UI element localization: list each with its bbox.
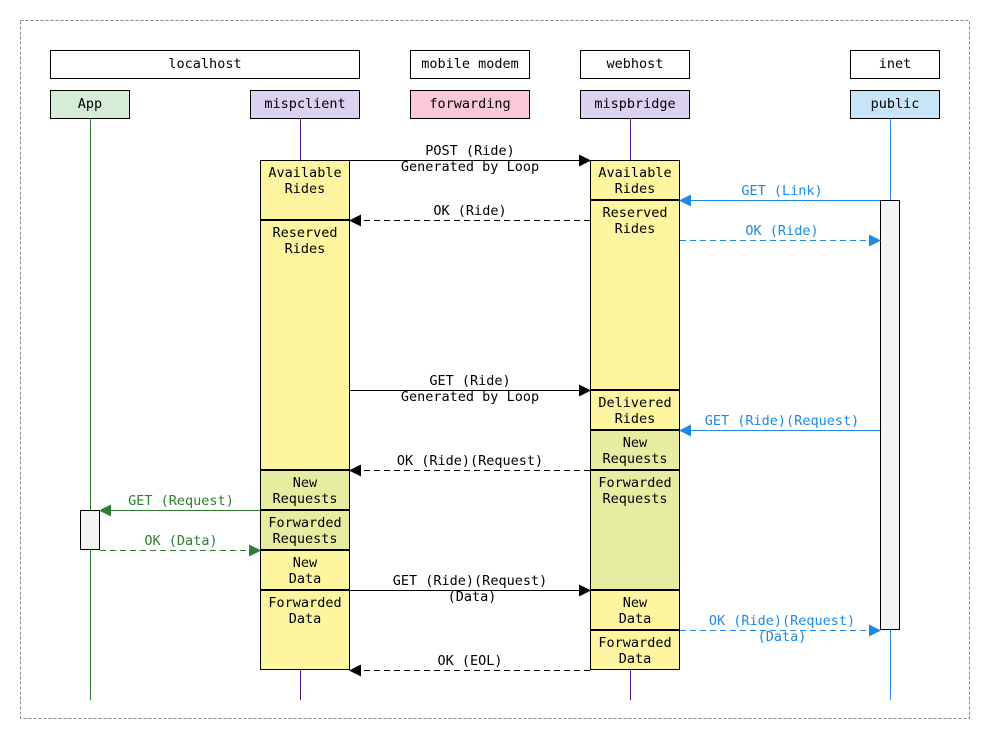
message-get-ride-request-data: GET (Ride)(Request) (Data) xyxy=(350,573,591,605)
activation-app xyxy=(80,510,100,550)
bridge-state-forwarded-data: Forwarded Data xyxy=(590,630,680,670)
client-state-label: New xyxy=(293,475,318,491)
participant-mispclient-label: mispclient xyxy=(264,96,345,112)
client-state-label: Requests xyxy=(272,531,337,547)
message-ok-ride-request: OK (Ride)(Request) xyxy=(349,453,590,477)
diagram-frame xyxy=(20,20,970,719)
message-get-request: GET (Request) xyxy=(99,493,260,517)
bridge-state-label: New xyxy=(623,435,648,451)
client-state-label: Data xyxy=(289,571,322,587)
bridge-state-label: Data xyxy=(619,651,652,667)
message-post-ride: POST (Ride) Generated by Loop xyxy=(350,143,591,175)
group-localhost-label: localhost xyxy=(168,56,241,72)
client-state-label: New xyxy=(293,555,318,571)
message-label: OK (EOL) xyxy=(437,653,502,669)
message-label: OK (Ride)(Request) xyxy=(709,613,855,629)
message-label: GET (Ride)(Request) xyxy=(393,573,547,589)
participant-forwarding-label: forwarding xyxy=(429,96,510,112)
activation-public xyxy=(880,200,900,630)
message-ok-ride: OK (Ride) xyxy=(349,203,590,227)
group-webhost-label: webhost xyxy=(607,56,664,72)
client-state-label: Forwarded xyxy=(268,595,341,611)
bridge-state-forwarded-requests: Forwarded Requests xyxy=(590,470,680,590)
group-inet-label: inet xyxy=(879,56,912,72)
message-label: OK (Ride)(Request) xyxy=(397,453,543,469)
client-state-new-data: New Data xyxy=(260,550,350,590)
bridge-state-label: Requests xyxy=(602,451,667,467)
message-label: (Data) xyxy=(448,589,497,605)
message-label: POST (Ride) xyxy=(425,143,514,159)
bridge-state-label: Available xyxy=(598,165,671,181)
bridge-state-label: New xyxy=(623,595,648,611)
bridge-state-label: Forwarded xyxy=(598,475,671,491)
message-label: GET (Ride)(Request) xyxy=(705,413,859,429)
client-state-label: Requests xyxy=(272,491,337,507)
participant-public-label: public xyxy=(871,96,920,112)
client-state-label: Rides xyxy=(285,241,326,257)
bridge-state-label: Reserved xyxy=(602,205,667,221)
group-localhost: localhost xyxy=(50,50,360,79)
client-state-available-rides: Available Rides xyxy=(260,160,350,220)
message-label: GET (Link) xyxy=(741,183,822,199)
bridge-state-available-rides: Available Rides xyxy=(590,160,680,200)
message-label: OK (Ride) xyxy=(433,203,506,219)
bridge-state-label: Rides xyxy=(615,181,656,197)
bridge-state-label: Delivered xyxy=(598,395,671,411)
message-label: Generated by Loop xyxy=(401,159,539,175)
client-state-new-requests: New Requests xyxy=(260,470,350,510)
client-state-reserved-rides: Reserved Rides xyxy=(260,220,350,470)
bridge-state-label: Requests xyxy=(602,491,667,507)
group-mobile-modem: mobile modem xyxy=(410,50,530,79)
message-get-ride: GET (Ride) Generated by Loop xyxy=(350,373,591,405)
message-get-ride-request-public: GET (Ride)(Request) xyxy=(679,413,880,437)
message-ok-eol: OK (EOL) xyxy=(349,653,590,677)
message-label: (Data) xyxy=(758,629,807,645)
bridge-state-new-data: New Data xyxy=(590,590,680,630)
client-state-label: Available xyxy=(268,165,341,181)
participant-mispclient: mispclient xyxy=(250,90,360,119)
group-inet: inet xyxy=(850,50,940,79)
participant-app: App xyxy=(50,90,130,119)
participant-forwarding: forwarding xyxy=(410,90,530,119)
message-label: OK (Data) xyxy=(144,533,217,549)
bridge-state-reserved-rides: Reserved Rides xyxy=(590,200,680,390)
message-label: GET (Request) xyxy=(128,493,234,509)
group-webhost: webhost xyxy=(580,50,690,79)
message-get-link: GET (Link) xyxy=(679,183,880,207)
message-ok-data: OK (Data) xyxy=(100,533,261,557)
message-ok-ride-request-data: OK (Ride)(Request) (Data) xyxy=(680,613,881,645)
message-ok-ride-public: OK (Ride) xyxy=(680,223,881,247)
bridge-state-label: Forwarded xyxy=(598,635,671,651)
bridge-state-label: Rides xyxy=(615,411,656,427)
client-state-label: Forwarded xyxy=(268,515,341,531)
message-label: GET (Ride) xyxy=(429,373,510,389)
participant-app-label: App xyxy=(78,96,102,112)
client-state-forwarded-data: Forwarded Data xyxy=(260,590,350,670)
group-mobile-modem-label: mobile modem xyxy=(421,56,519,72)
participant-public: public xyxy=(850,90,940,119)
client-state-label: Rides xyxy=(285,181,326,197)
bridge-state-delivered-rides: Delivered Rides xyxy=(590,390,680,430)
client-state-forwarded-requests: Forwarded Requests xyxy=(260,510,350,550)
bridge-state-new-requests: New Requests xyxy=(590,430,680,470)
client-state-label: Reserved xyxy=(272,225,337,241)
participant-mispbridge: mispbridge xyxy=(580,90,690,119)
bridge-state-label: Data xyxy=(619,611,652,627)
participant-mispbridge-label: mispbridge xyxy=(594,96,675,112)
client-state-label: Data xyxy=(289,611,322,627)
message-label: OK (Ride) xyxy=(745,223,818,239)
bridge-state-label: Rides xyxy=(615,221,656,237)
message-label: Generated by Loop xyxy=(401,389,539,405)
